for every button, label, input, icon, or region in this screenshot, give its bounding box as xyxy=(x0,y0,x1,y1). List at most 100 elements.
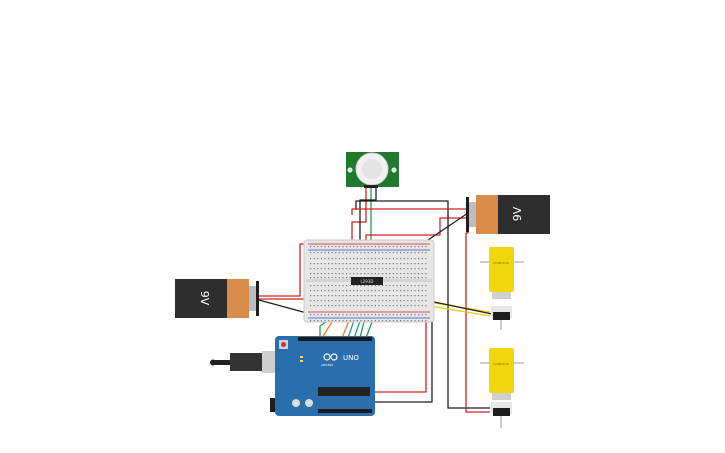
breadboard-hole xyxy=(364,320,366,322)
motor-driver-body xyxy=(351,277,383,285)
breadboard-hole xyxy=(331,273,333,275)
dc-motor-bottom[interactable]: DCMOTOR xyxy=(480,348,524,428)
breadboard-hole xyxy=(310,320,312,322)
breadboard-hole xyxy=(400,273,402,275)
breadboard-hole xyxy=(392,258,394,260)
breadboard-hole xyxy=(338,258,340,260)
breadboard-hole xyxy=(335,258,337,260)
breadboard-hole xyxy=(389,295,391,297)
wire-pir-vcc[interactable] xyxy=(351,186,367,248)
breadboard-hole xyxy=(364,263,366,265)
breadboard-hole xyxy=(364,295,366,297)
breadboard-hole xyxy=(421,258,423,260)
breadboard-hole xyxy=(382,246,384,248)
breadboard-hole xyxy=(385,285,387,287)
wire-battery-right-pos[interactable] xyxy=(365,217,470,248)
breadboard-hole xyxy=(374,268,376,270)
breadboard-hole xyxy=(407,290,409,292)
breadboard-hole xyxy=(425,246,427,248)
breadboard-hole xyxy=(418,273,420,275)
breadboard-hole xyxy=(403,277,405,279)
breadboard-hole xyxy=(392,314,394,316)
breadboard-hole xyxy=(328,258,330,260)
breadboard-hole xyxy=(342,246,344,248)
breadboard-hole xyxy=(374,252,376,254)
breadboard-hole xyxy=(371,300,373,302)
breadboard-hole xyxy=(367,295,369,297)
breadboard-hole xyxy=(392,252,394,254)
breadboard-hole xyxy=(317,268,319,270)
breadboard-hole xyxy=(414,263,416,265)
breadboard-hole xyxy=(346,258,348,260)
breadboard-hole xyxy=(331,263,333,265)
breadboard-hole xyxy=(371,258,373,260)
battery-right[interactable]: 9V xyxy=(466,195,550,234)
breadboard-hole xyxy=(389,273,391,275)
wire-pir-gnd[interactable] xyxy=(359,186,377,248)
breadboard-hole xyxy=(418,314,420,316)
breadboard-hole xyxy=(425,300,427,302)
breadboard-hole xyxy=(382,285,384,287)
wire-right-black-loop[interactable] xyxy=(355,200,490,409)
breadboard-hole xyxy=(407,314,409,316)
breadboard-hole xyxy=(374,258,376,260)
breadboard-hole xyxy=(320,268,322,270)
breadboard-hole xyxy=(378,263,380,265)
breadboard-hole xyxy=(356,300,358,302)
breadboard-hole xyxy=(418,252,420,254)
breadboard-hole xyxy=(364,285,366,287)
capacitor-1 xyxy=(292,399,300,407)
breadboard-hole xyxy=(418,305,420,307)
breadboard-hole xyxy=(324,277,326,279)
breadboard-hole xyxy=(338,252,340,254)
breadboard-hole xyxy=(392,246,394,248)
breadboard-hole xyxy=(324,300,326,302)
breadboard-hole xyxy=(400,305,402,307)
breadboard-hole xyxy=(396,268,398,270)
breadboard-hole xyxy=(421,285,423,287)
breadboard-hole xyxy=(342,268,344,270)
breadboard-hole xyxy=(407,268,409,270)
breadboard-hole xyxy=(360,252,362,254)
breadboard-hole xyxy=(335,290,337,292)
wire-arduino-gnd[interactable] xyxy=(372,316,433,403)
breadboard-hole xyxy=(410,258,412,260)
breadboard-hole xyxy=(364,300,366,302)
breadboard-hole xyxy=(310,252,312,254)
battery-left[interactable]: 9V xyxy=(175,279,259,318)
breadboard-hole xyxy=(382,263,384,265)
breadboard-hole xyxy=(392,268,394,270)
breadboard-hole xyxy=(328,263,330,265)
breadboard-hole xyxy=(324,290,326,292)
breadboard-hole xyxy=(425,268,427,270)
breadboard-hole xyxy=(410,305,412,307)
breadboard-hole xyxy=(418,295,420,297)
breadboard-hole xyxy=(374,285,376,287)
breadboard-hole xyxy=(414,268,416,270)
breadboard-hole xyxy=(367,300,369,302)
breadboard-hole xyxy=(396,320,398,322)
wire-right-red-loop[interactable] xyxy=(351,208,490,413)
breadboard-hole xyxy=(389,277,391,279)
breadboard-hole xyxy=(346,277,348,279)
arduino-uno[interactable]: UNO ARDUINO xyxy=(210,336,375,416)
breadboard-hole xyxy=(346,246,348,248)
breadboard-hole xyxy=(353,273,355,275)
wire-arduino-5v[interactable] xyxy=(372,311,432,393)
breadboard-hole xyxy=(403,246,405,248)
breadboard-hole xyxy=(364,314,366,316)
breadboard-hole xyxy=(414,277,416,279)
breadboard-hole xyxy=(313,300,315,302)
dc-motor-top[interactable]: DCMOTOR xyxy=(480,247,524,330)
motor-driver-ic[interactable]: L293D xyxy=(351,277,383,285)
breadboard-hole xyxy=(367,258,369,260)
breadboard-hole xyxy=(335,295,337,297)
pir-sensor[interactable] xyxy=(346,152,399,188)
breadboard-hole xyxy=(324,252,326,254)
breadboard-hole xyxy=(400,252,402,254)
breadboard-hole xyxy=(425,295,427,297)
breadboard-hole xyxy=(338,305,340,307)
breadboard-hole xyxy=(360,314,362,316)
breadboard-hole xyxy=(421,246,423,248)
breadboard-hole xyxy=(374,305,376,307)
